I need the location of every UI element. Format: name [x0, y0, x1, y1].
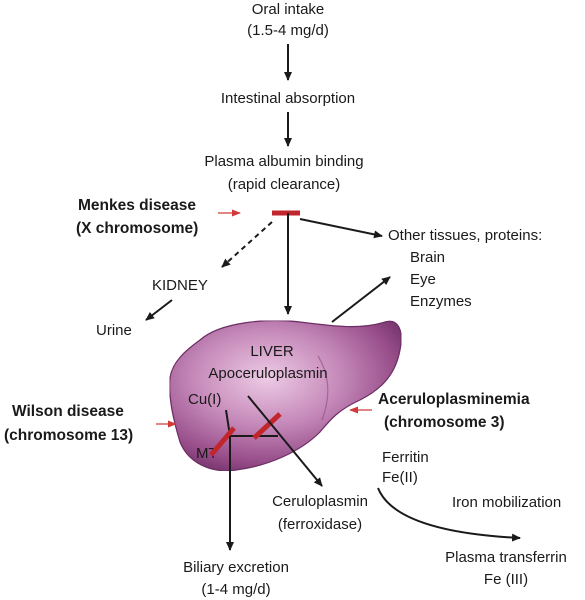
- arrow-liver-to-tissues: [331, 276, 391, 323]
- intestinal-absorption-label: Intestinal absorption: [221, 90, 355, 107]
- aceruloplasminemia-label: Aceruloplasminemia: [378, 391, 530, 408]
- ceruloplasmin-label: Ceruloplasmin: [272, 493, 368, 510]
- biliary-amount-label: (1-4 mg/d): [201, 581, 270, 598]
- arrow-to-other-tissues: [299, 218, 383, 239]
- acerulo-chromosome-label: (chromosome 3): [384, 414, 505, 431]
- arrow-to-kidney-dashed: [221, 221, 273, 268]
- arrow-iron-mobilization: [377, 487, 521, 542]
- eye-label: Eye: [410, 271, 436, 288]
- rapid-clearance-label: (rapid clearance): [228, 176, 341, 193]
- urine-label: Urine: [96, 322, 132, 339]
- wilson-disease-label: Wilson disease: [12, 403, 124, 420]
- iron-mobilization-label: Iron mobilization: [452, 494, 561, 511]
- biliary-excretion-label: Biliary excretion: [183, 559, 289, 576]
- wilson-block-bar-2: [252, 412, 282, 440]
- oral-intake-label: Oral intake: [252, 1, 325, 18]
- ferroxidase-label: (ferroxidase): [278, 516, 362, 533]
- plasma-transferrin-label: Plasma transferrin: [445, 549, 567, 566]
- enzymes-label: Enzymes: [410, 293, 472, 310]
- cu1-label: Cu(I): [188, 391, 221, 408]
- liver-fold: [317, 355, 329, 421]
- arrow-to-ceruloplasmin: [247, 395, 323, 487]
- fe2-label: Fe(II): [382, 469, 418, 486]
- kidney-label: KIDNEY: [152, 277, 208, 294]
- fe3-label: Fe (III): [484, 571, 528, 588]
- ferritin-label: Ferritin: [382, 449, 429, 466]
- other-tissues-label: Other tissues, proteins:: [388, 227, 542, 244]
- wilson-block-bar-1: [209, 426, 236, 457]
- oral-intake-amount: (1.5-4 mg/d): [247, 22, 329, 39]
- wilson-chromosome-label: (chromosome 13): [4, 427, 133, 444]
- apoceruloplasmin-label: Apoceruloplasmin: [208, 365, 327, 382]
- brain-label: Brain: [410, 249, 445, 266]
- menkes-disease-label: Menkes disease: [78, 197, 196, 214]
- liver-label: LIVER: [250, 343, 294, 360]
- plasma-albumin-label: Plasma albumin binding: [204, 153, 363, 170]
- menkes-chromosome-label: (X chromosome): [76, 220, 198, 237]
- arrow-kidney-to-urine: [145, 299, 173, 321]
- mt-label: MT: [196, 445, 218, 462]
